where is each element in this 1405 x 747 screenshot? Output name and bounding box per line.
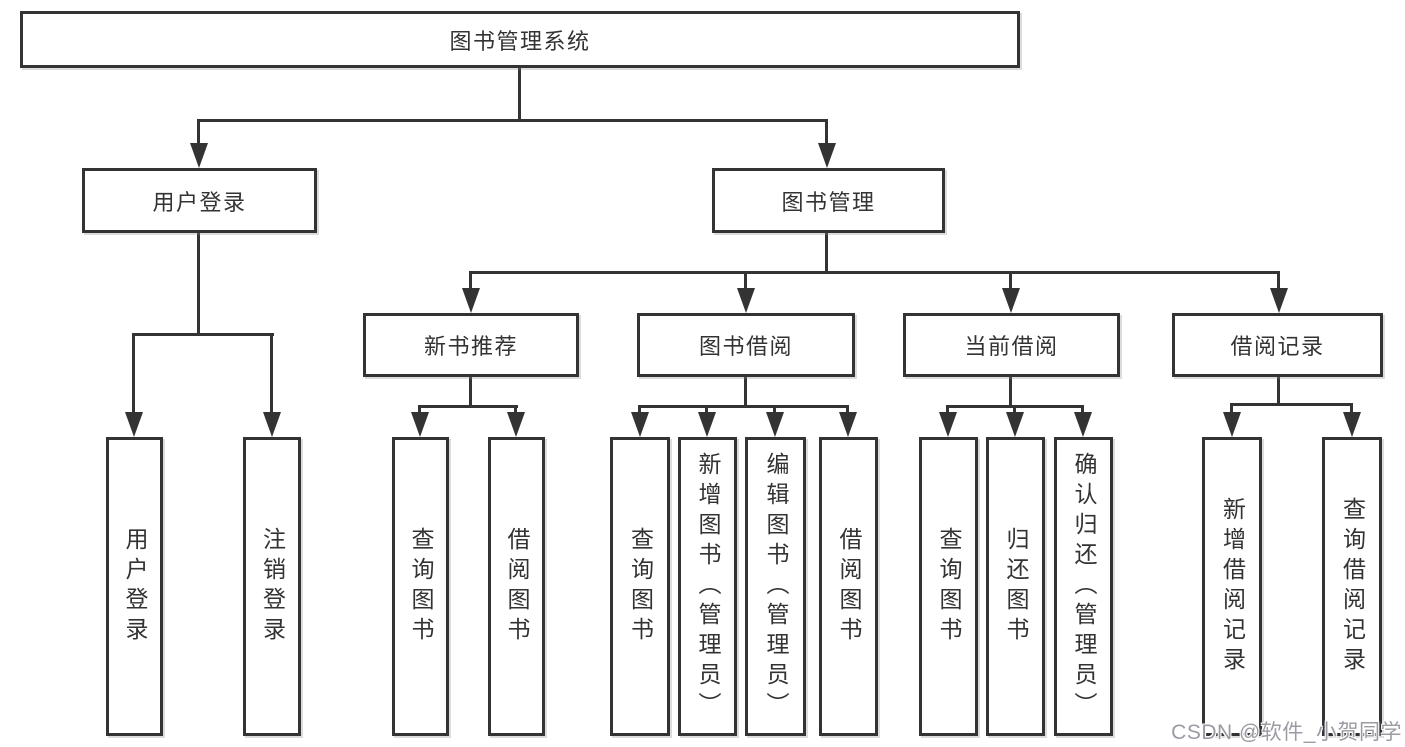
node-label: 借阅记录: [1230, 334, 1325, 359]
leaf-edit-books-admin: 编辑图书（管理员）: [745, 437, 806, 736]
connector-leaf-drop: [773, 405, 776, 417]
node-book-management: 图书管理: [712, 168, 945, 233]
connector-level3-drop: [744, 271, 747, 293]
connector-user-login-drop: [197, 119, 200, 147]
node-new-book-recommend: 新书推荐: [363, 313, 579, 377]
node-book-borrow: 图书借阅: [637, 313, 855, 377]
connector-leaf-drop: [1013, 405, 1016, 417]
connector-leaf-drop: [946, 405, 949, 417]
arrowhead-down-icon: [1074, 412, 1092, 437]
connector-book-mgmt-stem: [825, 231, 828, 274]
connector-level3-rail: [470, 271, 1280, 274]
node-system-root: 图书管理系统: [20, 11, 1020, 68]
connector-records-rail: [1231, 403, 1353, 406]
node-label: 查询图书: [627, 526, 654, 647]
connector-leaf-drop: [514, 405, 517, 417]
node-borrow-records: 借阅记录: [1172, 313, 1383, 377]
arrowhead-down-icon: [1270, 288, 1288, 313]
arrowhead-down-icon: [1002, 288, 1020, 313]
node-label: 新书推荐: [423, 334, 518, 359]
connector-level3-drop: [1009, 271, 1012, 293]
connector-borrow-stem: [744, 375, 747, 408]
connector-leaf-drop: [846, 405, 849, 417]
connector-user-login-stem: [197, 231, 200, 336]
connector-leaf-drop: [638, 405, 641, 417]
node-label: 确认归还（管理员）: [1071, 451, 1097, 722]
node-label: 图书管理系统: [449, 28, 591, 54]
connector-book-mgmt-drop: [825, 119, 828, 147]
arrowhead-down-icon: [263, 412, 281, 437]
arrowhead-down-icon: [1223, 412, 1241, 437]
leaf-borrow-books-recommend: 借阅图书: [488, 437, 545, 736]
leaf-borrow-books: 借阅图书: [819, 437, 878, 736]
leaf-query-borrow-record: 查询借阅记录: [1322, 437, 1382, 736]
node-label: 新增借阅记录: [1219, 496, 1246, 677]
connector-root-stem: [518, 66, 521, 122]
connector-leaf-drop: [1081, 405, 1084, 417]
connector-leaf-drop: [705, 405, 708, 417]
node-user-login: 用户登录: [82, 168, 317, 233]
connector-recommend-rail: [419, 405, 518, 408]
leaf-logout: 注销登录: [243, 437, 301, 736]
node-label: 借阅图书: [504, 526, 530, 647]
csdn-watermark: CSDN @软件_小贺同学: [1171, 721, 1402, 744]
arrowhead-down-icon: [839, 412, 857, 437]
node-label: 注销登录: [259, 526, 286, 647]
connector-user-login-rail: [133, 333, 274, 336]
node-current-borrow: 当前借阅: [903, 313, 1120, 377]
connector-level2-rail: [198, 119, 828, 122]
leaf-user-login: 用户登录: [106, 437, 163, 736]
node-label: 查询图书: [408, 526, 434, 647]
node-label: 图书借阅: [698, 334, 793, 359]
arrowhead-down-icon: [462, 288, 480, 313]
leaf-query-books-borrow: 查询图书: [610, 437, 670, 736]
arrowhead-down-icon: [766, 412, 784, 437]
leaf-return-books: 归还图书: [986, 437, 1045, 736]
node-label: 编辑图书（管理员）: [763, 451, 789, 722]
arrowhead-down-icon: [125, 412, 143, 437]
connector-records-stem: [1277, 375, 1280, 406]
connector-current-stem: [1009, 375, 1012, 408]
arrowhead-down-icon: [698, 412, 716, 437]
node-label: 查询图书: [936, 526, 962, 647]
node-label: 当前借阅: [964, 334, 1059, 359]
leaf-add-books-admin: 新增图书（管理员）: [678, 437, 737, 736]
connector-borrow-rail: [639, 405, 849, 408]
node-label: 用户登录: [152, 189, 247, 215]
connector-recommend-stem: [469, 375, 472, 408]
node-label: 图书管理: [781, 189, 876, 215]
arrowhead-down-icon: [1006, 412, 1024, 437]
connector-leaf-drop: [132, 333, 135, 416]
node-label: 查询借阅记录: [1339, 496, 1366, 677]
connector-leaf-drop: [418, 405, 421, 417]
arrowhead-down-icon: [411, 412, 429, 437]
node-label: 新增图书（管理员）: [695, 451, 721, 722]
connector-leaf-drop: [270, 333, 273, 416]
arrowhead-down-icon: [1343, 412, 1361, 437]
node-label: 借阅图书: [836, 526, 862, 647]
arrowhead-down-icon: [939, 412, 957, 437]
connector-level3-drop: [469, 271, 472, 293]
connector-leaf-drop: [1350, 403, 1353, 417]
leaf-confirm-return-admin: 确认归还（管理员）: [1054, 437, 1113, 736]
arrowhead-down-icon: [190, 143, 208, 168]
leaf-add-borrow-record: 新增借阅记录: [1202, 437, 1262, 736]
leaf-query-books-recommend: 查询图书: [392, 437, 449, 736]
leaf-query-books-current: 查询图书: [919, 437, 978, 736]
connector-leaf-drop: [1230, 403, 1233, 417]
arrowhead-down-icon: [737, 288, 755, 313]
arrowhead-down-icon: [818, 143, 836, 168]
arrowhead-down-icon: [507, 412, 525, 437]
node-label: 归还图书: [1003, 526, 1029, 647]
node-label: 用户登录: [122, 526, 148, 647]
arrowhead-down-icon: [631, 412, 649, 437]
connector-level3-drop: [1277, 271, 1280, 293]
